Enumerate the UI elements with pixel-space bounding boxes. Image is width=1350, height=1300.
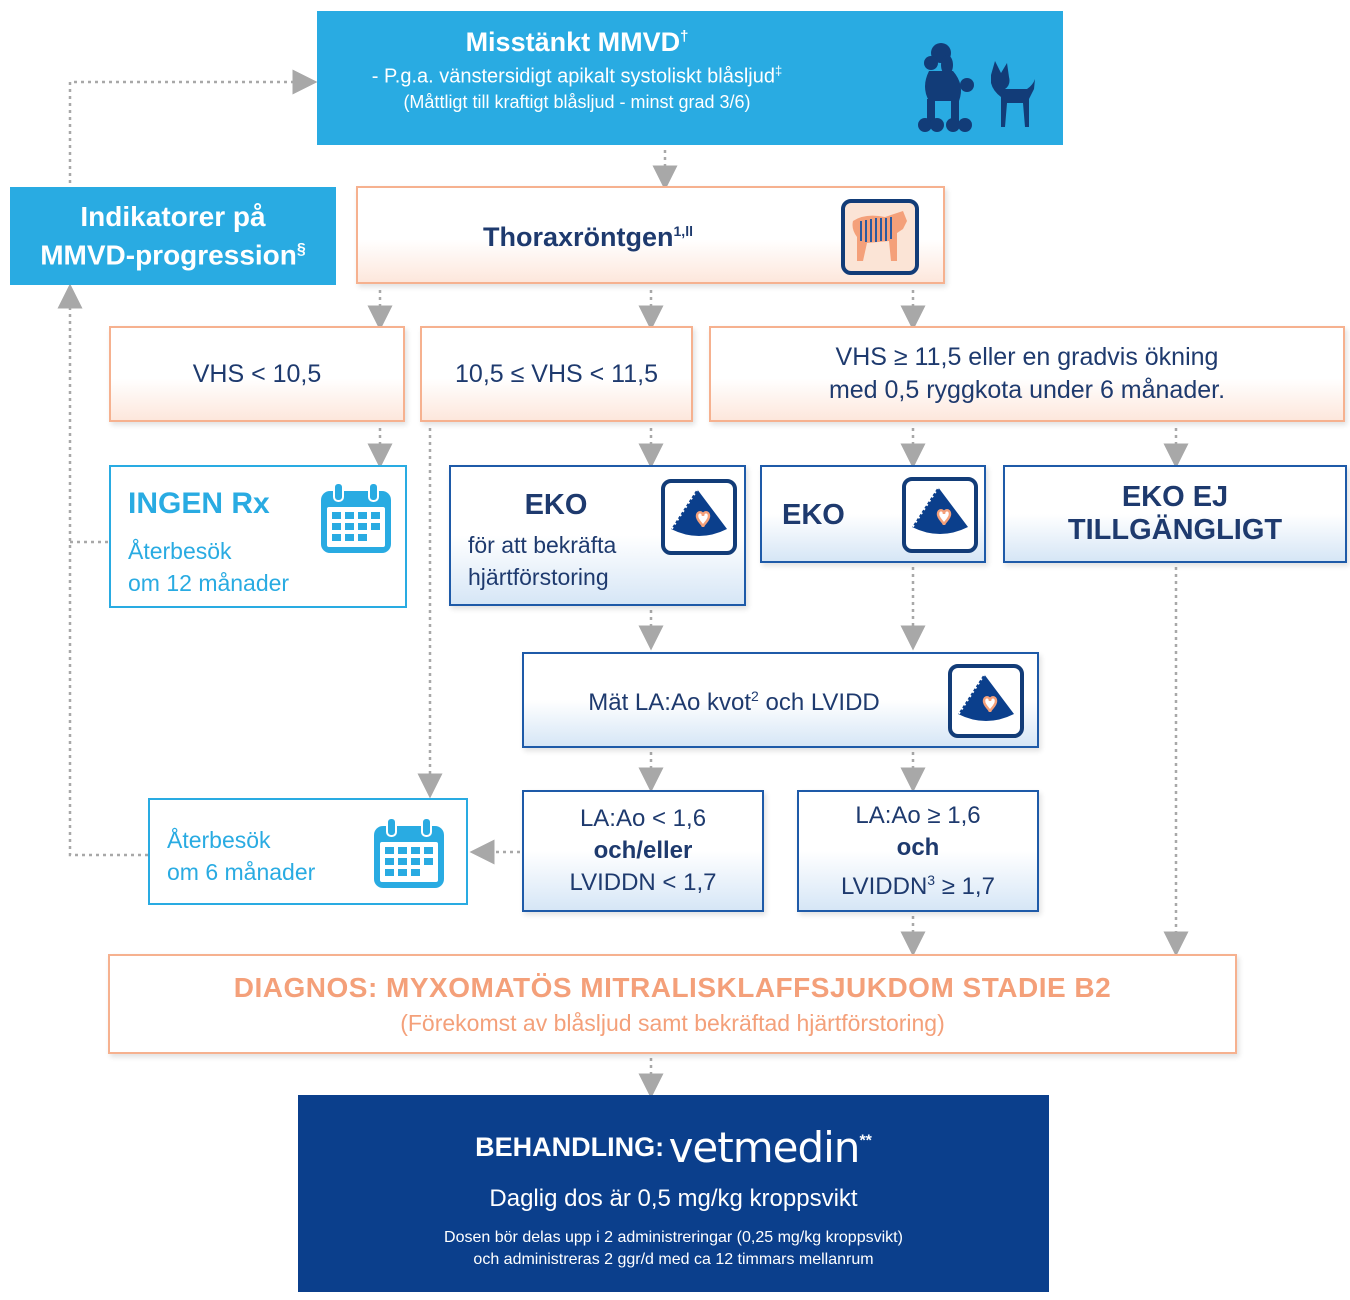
treatment-prefix: BEHANDLING: <box>475 1132 665 1162</box>
la-ao-low-line1: LA:Ao < 1,6 <box>579 805 707 832</box>
treatment-box: BEHANDLING: vetmedin** Daglig dos är 0,5… <box>298 1095 1049 1292</box>
la-ao-low-line3: LVIDDN < 1,7 <box>569 869 717 896</box>
vhs-high-line1: VHS ≥ 11,5 eller en gradvis ökning <box>835 343 1219 371</box>
treatment-note2: och administreras 2 ggr/d med ca 12 timm… <box>473 1251 874 1268</box>
suspected-mmvd-box: Misstänkt MMVD† - P.g.a. vänstersidigt a… <box>317 11 1063 145</box>
ultrasound-heart-icon <box>661 479 737 555</box>
treatment-note1: Dosen bör delas upp i 2 administreringar… <box>444 1229 903 1246</box>
echo-confirm-box: EKO för att bekräfta hjärtförstoring <box>449 465 746 606</box>
dogs-silhouette-icon <box>918 43 1035 132</box>
thorax-xray-box: Thoraxröntgen1,ll <box>356 186 945 284</box>
vhs-high-box: VHS ≥ 11,5 eller en gradvis ökning med 0… <box>709 326 1345 422</box>
no-treatment-title: INGEN Rx <box>128 487 270 520</box>
measure-text: Mät LA:Ao kvot2 och LVIDD <box>588 688 880 716</box>
vhs-low-box: VHS < 10,5 <box>109 326 405 422</box>
echo-confirm-line2: hjärtförstoring <box>468 564 609 590</box>
arrow-progression-loop <box>68 69 318 183</box>
calendar-icon <box>321 482 391 553</box>
ultrasound-heart-icon <box>948 664 1024 738</box>
no-treatment-box: INGEN Rx Återbesök om 12 månader <box>109 465 407 608</box>
vhs-mid-text: 10,5 ≤ VHS < 11,5 <box>455 359 658 388</box>
recheck6-line2: om 6 månader <box>167 859 316 885</box>
vhs-low-text: VHS < 10,5 <box>192 359 322 388</box>
diagnosis-subtitle: (Förekomst av blåsljud samt bekräftad hj… <box>400 1009 945 1036</box>
treatment-mark: ** <box>859 1132 872 1150</box>
suspected-mmvd-line1: - P.g.a. vänstersidigt apikalt systolisk… <box>371 63 783 88</box>
echo-title: EKO <box>782 499 845 531</box>
suspected-mmvd-line2: (Måttligt till kraftigt blåsljud - minst… <box>403 91 751 112</box>
la-ao-high-box: LA:Ao ≥ 1,6 och LVIDDN3 ≥ 1,7 <box>797 790 1039 912</box>
la-ao-high-line1: LA:Ao ≥ 1,6 <box>855 801 981 829</box>
diagnosis-box: DIAGNOS: MYXOMATÖS MITRALISKLAFFSJUKDOM … <box>108 954 1237 1054</box>
measure-la-ao-box: Mät LA:Ao kvot2 och LVIDD <box>522 652 1039 748</box>
treatment-dose: Daglig dos är 0,5 mg/kg kroppsvikt <box>489 1185 858 1212</box>
treatment-heading: BEHANDLING: vetmedin** <box>298 1123 1049 1172</box>
echo-not-available-box: EKO EJ TILLGÄNGLIGT <box>1003 465 1347 563</box>
diagnosis-title: DIAGNOS: MYXOMATÖS MITRALISKLAFFSJUKDOM … <box>233 971 1112 1003</box>
ultrasound-heart-icon <box>902 477 978 553</box>
vetmedin-logo: vetmedin <box>668 1123 861 1172</box>
progression-line1: Indikatorer på <box>80 201 266 233</box>
suspected-mmvd-title: Misstänkt MMVD† <box>465 27 689 57</box>
vhs-high-line2: med 0,5 ryggkota under 6 månader. <box>828 376 1226 404</box>
no-treatment-line1: Återbesök <box>128 538 232 564</box>
arrow-recheck-loop-up <box>57 283 148 857</box>
echo-confirm-title: EKO <box>524 489 588 521</box>
no-treatment-line2: om 12 månader <box>128 570 290 596</box>
echo-not-available-line2: TILLGÄNGLIGT <box>1067 514 1283 546</box>
la-ao-low-box: LA:Ao < 1,6 och/eller LVIDDN < 1,7 <box>522 790 764 912</box>
echo-box: EKO <box>760 465 986 563</box>
echo-confirm-line1: för att bekräfta <box>468 532 617 558</box>
recheck6-line1: Återbesök <box>167 827 271 853</box>
vhs-mid-box: 10,5 ≤ VHS < 11,5 <box>420 326 693 422</box>
echo-not-available-line1: EKO EJ <box>1121 481 1229 513</box>
la-ao-high-line3: LVIDDN3 ≥ 1,7 <box>841 871 995 900</box>
progression-line2: MMVD-progression§ <box>40 239 306 271</box>
xray-dog-icon <box>841 199 919 275</box>
la-ao-high-line2: och <box>896 833 940 861</box>
progression-indicators-box: Indikatorer på MMVD-progression§ <box>10 187 336 285</box>
la-ao-low-line2: och/eller <box>593 837 693 864</box>
recheck-6-months-box: Återbesök om 6 månader <box>148 798 468 905</box>
calendar-icon <box>374 817 444 888</box>
xray-label: Thoraxröntgen1,ll <box>483 222 693 252</box>
